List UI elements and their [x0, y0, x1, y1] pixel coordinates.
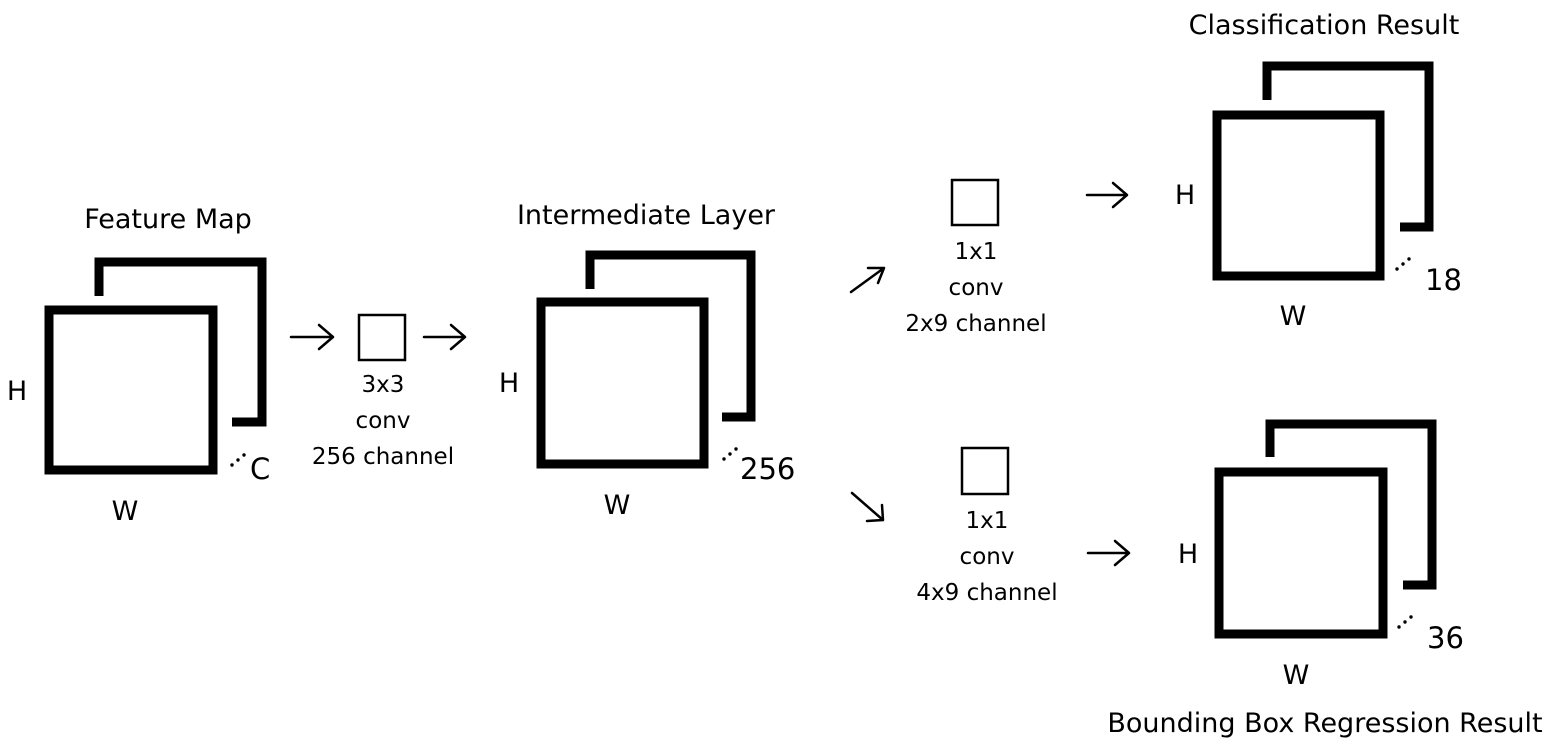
reg-conv-op-label: conv: [960, 544, 1015, 570]
regression-result-block: H W 36 Bounding Box Regression Result: [1107, 419, 1543, 739]
intermediate-layer-block: Intermediate Layer H W 256: [499, 200, 796, 521]
intermediate-front-sheet: [536, 297, 709, 469]
regression-depth-dots: [1397, 615, 1413, 629]
classification-result-block: Classification Result H W 18: [1175, 10, 1462, 332]
conv3x3-size-label: 3x3: [362, 372, 405, 398]
regression-depth-label: 36: [1427, 621, 1464, 655]
reg-conv-kernel-square: [960, 446, 1010, 496]
conv3x3-kernel-square: [357, 313, 407, 362]
classification-height-label: H: [1175, 180, 1195, 211]
classification-result-title: Classification Result: [1189, 10, 1460, 41]
cls-conv-block: 1x1 conv 2x9 channel: [905, 178, 1047, 337]
regression-height-label: H: [1178, 539, 1198, 570]
classification-depth-dots: [1395, 257, 1411, 271]
cls-conv-kernel-square: [950, 178, 1000, 227]
regression-back-sheet: [1265, 419, 1437, 590]
reg-conv-block: 1x1 conv 4x9 channel: [916, 446, 1058, 606]
intermediate-layer-title: Intermediate Layer: [517, 200, 776, 231]
intermediate-back-sheet: [585, 250, 756, 422]
feature-map-height-label: H: [7, 376, 27, 407]
classification-back-sheet: [1262, 61, 1434, 232]
arrow-right-icon: [422, 323, 467, 351]
conv3x3-block: 3x3 conv 256 channel: [312, 313, 454, 470]
feature-map-front-sheet: [44, 305, 218, 475]
cls-conv-channel-label: 2x9 channel: [905, 311, 1046, 337]
conv3x3-op-label: conv: [356, 408, 411, 434]
classification-depth-label: 18: [1425, 263, 1462, 297]
cls-conv-op-label: conv: [949, 275, 1004, 301]
feature-map-back-sheet: [94, 257, 267, 427]
feature-map-depth-dots: [230, 453, 246, 467]
feature-map-width-label: W: [112, 496, 139, 527]
intermediate-width-label: W: [604, 490, 631, 521]
arrow-right-icon: [1086, 539, 1131, 567]
conv3x3-channel-label: 256 channel: [312, 444, 454, 470]
intermediate-height-label: H: [499, 368, 519, 399]
cls-conv-size-label: 1x1: [955, 239, 998, 265]
regression-result-title: Bounding Box Regression Result: [1107, 708, 1542, 739]
feature-map-block: Feature Map H W C: [7, 204, 270, 527]
regression-width-label: W: [1283, 660, 1310, 691]
arrow-down-right-icon: [850, 491, 885, 523]
intermediate-depth-dots: [722, 447, 738, 461]
arrow-right-icon: [289, 323, 335, 351]
classification-front-sheet: [1212, 110, 1385, 281]
classification-width-label: W: [1280, 301, 1307, 332]
feature-map-title: Feature Map: [84, 204, 252, 235]
arrow-right-icon: [1085, 181, 1129, 209]
arrow-up-right-icon: [849, 266, 886, 294]
intermediate-depth-label: 256: [740, 452, 795, 486]
regression-front-sheet: [1214, 467, 1388, 639]
reg-conv-size-label: 1x1: [966, 508, 1009, 534]
reg-conv-channel-label: 4x9 channel: [916, 580, 1057, 606]
feature-map-depth-label: C: [250, 452, 270, 486]
